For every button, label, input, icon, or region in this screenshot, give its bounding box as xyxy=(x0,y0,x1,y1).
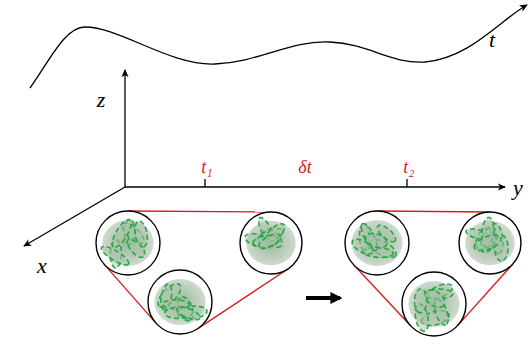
axis-label: x xyxy=(37,255,47,277)
cell-circle xyxy=(240,212,302,274)
transition-arrow xyxy=(306,296,340,300)
cell-circle xyxy=(402,272,466,336)
y-axis xyxy=(125,186,505,187)
cell-circle xyxy=(96,211,160,275)
cell-cluster xyxy=(99,217,154,268)
tick xyxy=(204,179,205,187)
time-label: t₁ xyxy=(201,158,212,176)
group-link xyxy=(128,211,271,212)
cell-cluster xyxy=(465,217,515,265)
time-label: t₂ xyxy=(403,158,414,176)
cell-circle xyxy=(345,211,409,275)
group-link xyxy=(377,211,490,212)
z-axis xyxy=(124,70,125,187)
cell-circle xyxy=(459,212,521,274)
axis-label: t xyxy=(489,29,495,51)
cell-cluster xyxy=(154,279,207,325)
interval-label: δt xyxy=(298,158,311,176)
axis-label: y xyxy=(513,177,523,199)
cell-cluster xyxy=(408,281,459,332)
cell-cluster xyxy=(350,220,403,266)
cell-cluster xyxy=(243,216,296,266)
cell-circle xyxy=(148,270,212,334)
tick xyxy=(406,179,407,187)
cell-groups xyxy=(96,211,521,336)
axis-label: z xyxy=(97,89,106,111)
time-wave xyxy=(30,5,527,88)
